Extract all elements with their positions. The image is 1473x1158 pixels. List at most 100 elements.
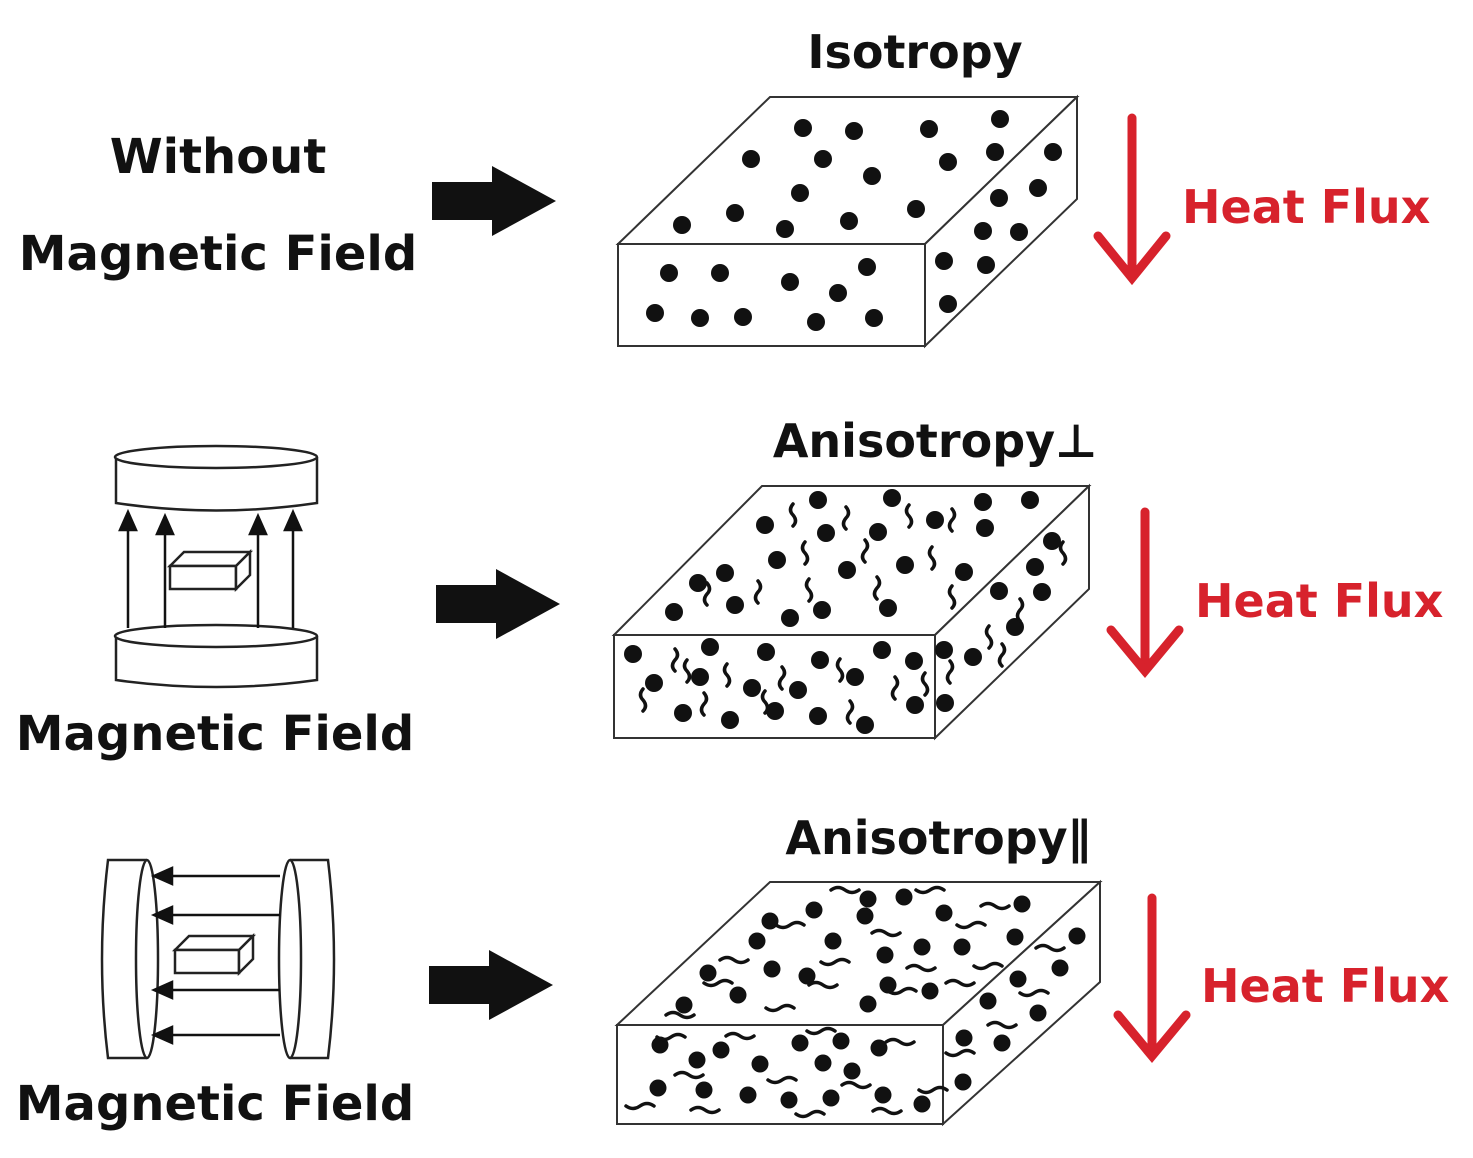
particle: [701, 638, 719, 656]
particle: [675, 996, 693, 1014]
magnet-vertical-field-icon: [113, 444, 319, 689]
fiber: [884, 1037, 916, 1047]
fiber: [724, 1031, 756, 1041]
particle: [863, 167, 881, 185]
particle: [846, 668, 864, 686]
label-magnetic-field-2: Magnetic Field: [16, 706, 414, 762]
particle: [920, 120, 938, 138]
fiber: [890, 675, 900, 701]
title-anisotropy-parallel: Anisotropy∥: [785, 811, 1090, 865]
row-isotropy: Without Magnetic Field Isotropy Heat Flu…: [19, 25, 1430, 349]
particle: [780, 1091, 798, 1109]
particle: [913, 1095, 931, 1113]
particle: [1010, 223, 1028, 241]
particle: [695, 1081, 713, 1099]
heat-flux-label-2: Heat Flux: [1195, 574, 1443, 628]
particle: [742, 150, 760, 168]
fiber: [699, 691, 709, 717]
particle: [964, 648, 982, 666]
particle: [873, 641, 891, 659]
fiber: [986, 1020, 1018, 1030]
particle: [859, 890, 877, 908]
particle: [781, 273, 799, 291]
fiber: [1015, 597, 1025, 623]
particle: [805, 901, 823, 919]
particle: [768, 551, 786, 569]
fiber: [904, 503, 914, 529]
fiber: [872, 575, 882, 601]
particle: [660, 264, 678, 282]
fiber: [944, 978, 976, 988]
particle: [990, 582, 1008, 600]
particle: [874, 1086, 892, 1104]
particle: [734, 308, 752, 326]
magnet-horizontal-field-icon: [100, 858, 336, 1060]
particle: [974, 222, 992, 240]
fiber: [807, 980, 839, 990]
particle: [832, 1032, 850, 1050]
particle: [936, 694, 954, 712]
label-without: Without: [110, 129, 327, 185]
particle: [1026, 558, 1044, 576]
particle: [935, 641, 953, 659]
particle: [935, 252, 953, 270]
particle: [645, 674, 663, 692]
fiber: [638, 687, 648, 713]
particle: [939, 295, 957, 313]
slab-isotropy: [615, 94, 1080, 349]
particle: [859, 995, 877, 1013]
particle: [688, 1051, 706, 1069]
arrow-icon-row2: [436, 569, 560, 639]
particle: [906, 696, 924, 714]
fiber: [829, 885, 861, 895]
fiber: [804, 577, 814, 603]
particle: [979, 992, 997, 1010]
fiber: [689, 1105, 721, 1115]
particle: [649, 1079, 667, 1097]
particle: [726, 596, 744, 614]
fiber: [753, 579, 763, 605]
particle: [807, 313, 825, 331]
particle: [1043, 532, 1061, 550]
fiber: [702, 581, 712, 607]
fiber: [1034, 943, 1066, 953]
fiber: [800, 540, 810, 566]
particle: [691, 309, 709, 327]
fiber: [979, 901, 1011, 911]
particle: [789, 681, 807, 699]
particle: [824, 932, 842, 950]
particle: [791, 1034, 809, 1052]
fiber: [984, 624, 994, 650]
heat-flux-arrow-icon-2: [1106, 507, 1184, 679]
particle: [953, 938, 971, 956]
particle: [814, 150, 832, 168]
fiber: [886, 986, 918, 996]
label-magnetic-field-1: Magnetic Field: [19, 226, 417, 282]
particle: [954, 1073, 972, 1091]
particle: [896, 556, 914, 574]
particle: [689, 574, 707, 592]
fibers-horizontal: [624, 885, 1066, 1119]
fiber: [945, 659, 955, 685]
fiber: [1018, 988, 1050, 998]
sample-block-icon: [166, 548, 254, 593]
particles-anisotropy-perpendicular: [624, 489, 1061, 734]
particle: [721, 711, 739, 729]
fiber: [835, 657, 845, 683]
particle: [776, 220, 794, 238]
particle: [921, 982, 939, 1000]
particle: [1009, 970, 1027, 988]
fiber: [718, 955, 750, 965]
particle: [883, 489, 901, 507]
particle: [814, 1054, 832, 1072]
particle: [977, 256, 995, 274]
particle: [748, 932, 766, 950]
fiber: [917, 1085, 949, 1095]
row-anisotropy-perpendicular: Magnetic Field Anisotropy⊥ Heat Flux: [16, 414, 1444, 762]
particles-isotropy: [646, 110, 1062, 331]
particle: [993, 1034, 1011, 1052]
particle: [813, 601, 831, 619]
particle: [974, 493, 992, 511]
particle: [845, 122, 863, 140]
title-anisotropy-perpendicular: Anisotropy⊥: [773, 414, 1097, 468]
